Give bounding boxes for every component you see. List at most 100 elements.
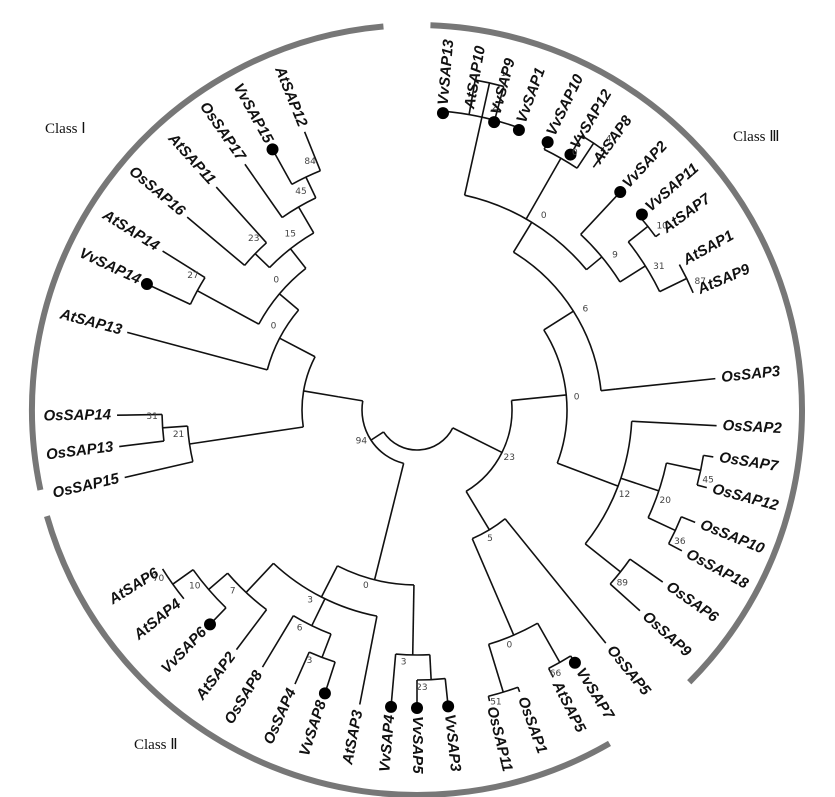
bootstrap-value: 12 [619, 490, 630, 500]
tree-branch [471, 538, 515, 636]
tree-branch-arc [337, 565, 414, 586]
tree-branch [680, 516, 696, 524]
grape-marker [614, 186, 627, 199]
tree-branch [481, 82, 491, 118]
leaf-label: AtSAP3 [339, 708, 367, 767]
leaf-label: AtSAP2 [192, 648, 240, 703]
tree-branch-arc [189, 277, 206, 305]
tree-branch-arc [308, 651, 336, 663]
tree-branch [536, 622, 561, 663]
leaf-label: AtSAP1 [679, 227, 736, 269]
leaf-label: OsSAP2 [722, 417, 783, 437]
tree-branch [411, 584, 415, 655]
tree-branch [124, 460, 194, 479]
tree-branch [294, 651, 310, 685]
tree-branch-arc [382, 427, 454, 451]
tree-branch [609, 583, 641, 612]
bootstrap-value: 31 [653, 262, 664, 272]
tree-branch [465, 490, 491, 531]
tree-branch [655, 233, 661, 238]
bootstrap-value: 10 [656, 222, 668, 232]
class-3-arc [430, 22, 805, 685]
tree-branch-arc [580, 233, 621, 283]
grape-marker [568, 656, 581, 669]
tree-branch-arc [292, 615, 332, 635]
leaf-label: VvSAP8 [296, 698, 330, 759]
bootstrap-value: 0 [541, 211, 547, 221]
bootstrap-value: 0 [271, 322, 277, 332]
bootstrap-value: 23 [504, 453, 515, 463]
bootstrap-value: 84 [304, 157, 316, 167]
tree-branch [208, 572, 229, 591]
tree-branch [279, 337, 316, 358]
leaf-label: VvSAP4 [376, 713, 398, 772]
bootstrap-value: 0 [363, 581, 369, 591]
bootstrap-value: 94 [356, 437, 368, 447]
tree-branch [215, 186, 268, 244]
tree-branch-arc [258, 267, 307, 325]
tree-branch [337, 395, 363, 402]
tree-branch [390, 653, 397, 709]
tree-branch [511, 394, 567, 402]
tree-branch [254, 253, 271, 269]
bootstrap-value: 3 [307, 656, 313, 666]
leaf-label: OsSAP13 [45, 438, 115, 463]
tree-branch [517, 686, 521, 693]
tree-branch [127, 331, 268, 371]
bootstrap-value: 23 [248, 234, 259, 244]
class-2-arc [44, 515, 611, 797]
bootstrap-value: 9 [612, 250, 618, 260]
tree-branch [320, 565, 339, 598]
grape-marker [512, 123, 525, 136]
tree-branch-arc [627, 241, 661, 292]
tree-branch-arc [647, 462, 668, 519]
bootstrap-value: 89 [617, 578, 629, 588]
leaf-label: AtSAP13 [57, 305, 124, 338]
grape-marker [140, 278, 153, 291]
leaf-label: VvSAP13 [435, 38, 458, 106]
tree-branch-arc [161, 568, 185, 600]
tree-branch-arc [678, 264, 694, 294]
grape-marker [266, 143, 279, 156]
tree-branch [585, 256, 603, 271]
tree-branch-arc [584, 421, 633, 545]
bootstrap-value: 0 [273, 275, 279, 285]
leaf-label: AtSAP12 [271, 63, 311, 130]
tree-branch [196, 290, 260, 325]
leaf-label: AtSAP4 [130, 595, 185, 644]
bootstrap-value: 0 [572, 148, 578, 158]
leaf-label: OsSAP9 [639, 608, 695, 661]
tree-branch [463, 116, 483, 196]
leaf-label: OsSAP1 [514, 694, 550, 755]
leaf-label: OsSAP4 [260, 685, 300, 747]
tree-branch-arc [301, 356, 316, 428]
leaf-label: VvSAP9 [487, 56, 518, 117]
tree-branch-arc [464, 194, 588, 271]
class-1-label: Class Ⅰ [45, 121, 86, 137]
bootstrap-value: 27 [187, 271, 198, 281]
tree-branch [119, 440, 164, 448]
leaf-label: OsSAP8 [221, 667, 266, 727]
leaf-label: OsSAP16 [126, 163, 189, 220]
tree-branch [186, 216, 246, 266]
tree-branch [189, 426, 304, 445]
tree-branch [144, 282, 191, 306]
tree-branch [370, 431, 384, 441]
tree-branch [162, 425, 188, 429]
tree-branch-arc [272, 562, 378, 617]
tree-branch-arc [667, 516, 682, 545]
bootstrap-value: 51 [490, 698, 501, 708]
bootstrap-value: 45 [295, 187, 306, 197]
tree-branch [117, 413, 163, 417]
tree-branch [615, 377, 716, 390]
bootstrap-value: 2 [492, 103, 498, 113]
bootstrap-value: 3 [307, 595, 313, 605]
tree-branch [321, 633, 332, 658]
leaf-label: VvSAP14 [77, 245, 144, 289]
bootstrap-value: 36 [674, 537, 686, 547]
tree-branch [629, 558, 664, 583]
tree-branch-arc [361, 400, 404, 465]
bootstrap-value: 0 [507, 641, 513, 651]
tree-branch [452, 427, 503, 454]
